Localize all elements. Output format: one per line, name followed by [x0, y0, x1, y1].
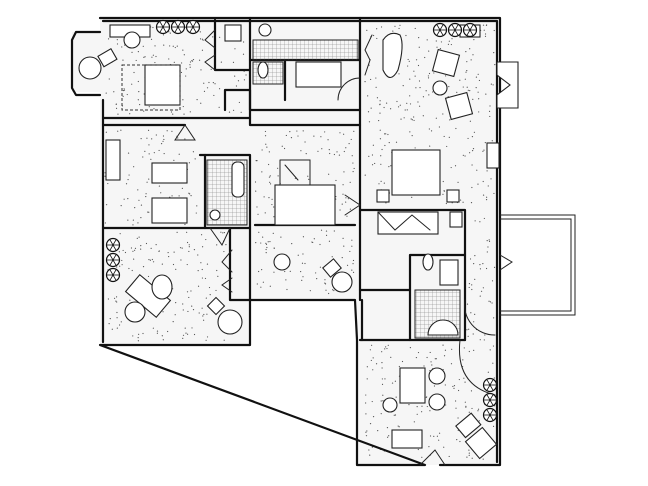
toilet-icon: [257, 61, 269, 79]
armchair-icon: [431, 48, 461, 78]
chair-icon: [151, 274, 173, 300]
bed-icon: [391, 429, 423, 449]
bathroom-fixtures: [206, 23, 463, 339]
back-stair: [377, 211, 439, 235]
deck: [499, 214, 576, 316]
table-icon: [432, 80, 448, 96]
sink-icon: [209, 209, 221, 221]
toilet-icon: [422, 253, 434, 271]
door-swings: [174, 29, 496, 466]
bathtub-icon: [382, 32, 403, 79]
sink-icon: [427, 319, 459, 336]
bathtub-icon: [231, 161, 245, 198]
bed-icon: [144, 64, 181, 106]
sink-icon: [224, 24, 242, 42]
fireplace-icon: [496, 61, 519, 109]
armchair-icon: [331, 271, 353, 293]
chair-icon: [124, 301, 146, 323]
plants: [105, 19, 498, 423]
table-icon: [399, 367, 426, 404]
armchair-icon: [444, 91, 474, 121]
exterior-walls: [70, 16, 502, 467]
armchair-icon: [464, 426, 498, 460]
seating-furniture: [78, 48, 498, 460]
bed-icon: [151, 162, 188, 184]
bed-icon: [151, 197, 188, 224]
bedroom-furniture: [105, 24, 500, 224]
sink-icon: [258, 23, 272, 37]
main-stair: [274, 159, 336, 226]
armchair-icon: [217, 309, 243, 335]
bed-icon: [391, 149, 441, 196]
armchair-icon: [78, 56, 102, 80]
